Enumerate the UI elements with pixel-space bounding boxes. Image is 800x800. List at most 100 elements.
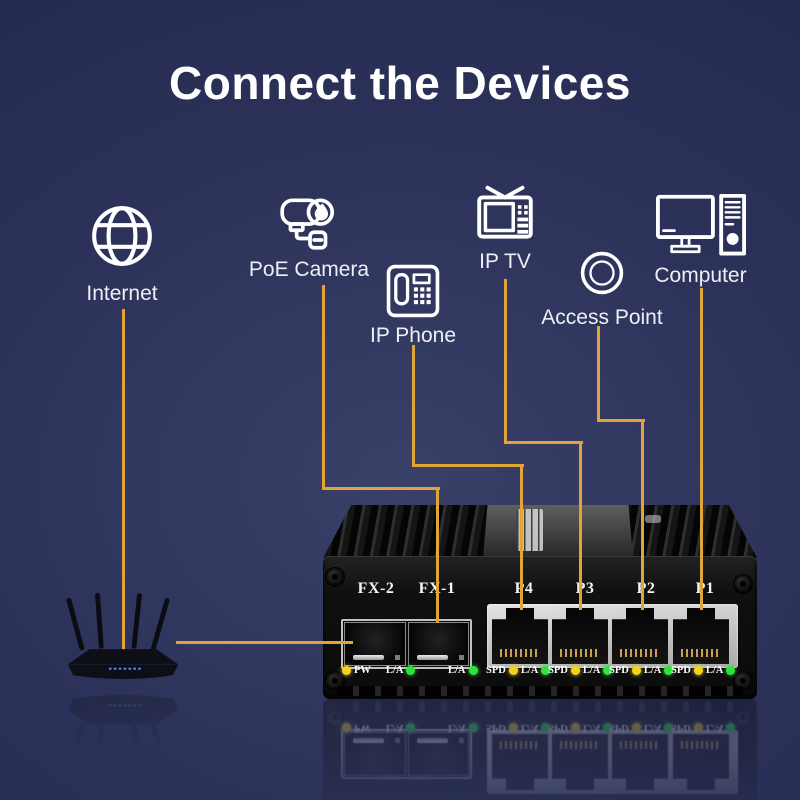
link-led [468,723,478,732]
sfp-port-fx1 [407,732,469,776]
wifi-router-reflection [58,682,188,786]
switch-top-logo [645,515,661,523]
wifi-router-image [66,695,179,781]
link-led [468,666,478,675]
sfp-latch [416,655,448,660]
led-label-la: L/A [643,665,662,676]
rj45-pins [620,649,660,657]
speed-led [631,723,641,732]
rj45-port-p4 [492,608,548,664]
device-label: IP Phone [369,324,457,347]
rj45-port-p4 [492,734,548,790]
connector-computer-to-p1 [700,288,703,610]
connector-router-to-fx2 [176,641,353,644]
speed-led [508,723,518,732]
switch-front-face: FX-2 FX-1 P4 P3 P2 P1 PW [323,699,757,800]
led-group-p2: SPD L/A [609,665,674,676]
connector-camera-seg1 [322,285,325,490]
rj45-port-p2 [612,734,668,790]
led-label-la: L/A [385,665,404,676]
led-label-la: L/A [582,665,601,676]
connector-camera-seg2 [322,487,440,490]
led-group-fx2: PW L/A [342,665,416,676]
led-label-spd: SPD [548,722,568,733]
port-label-fx2: FX-2 [357,580,395,597]
sfp-latch [353,738,385,743]
connector-tv-seg1 [504,279,507,444]
page-title: Connect the Devices [169,57,631,109]
sfp-pin [458,738,464,743]
rj45-port-p1 [673,734,729,790]
port-label-p1: P1 [695,580,715,597]
port-label-p4: P4 [514,580,534,597]
led-group-fx1: L/A [448,665,478,676]
sfp-latch [416,738,448,743]
led-label-la: L/A [643,722,662,733]
led-group-p2: SPD L/A [609,722,674,733]
rj45-port-p3 [552,608,608,664]
connector-internet-down [122,309,125,652]
led-label-pw: PW [354,665,371,676]
link-led [406,666,416,675]
sfp-port-fx1 [407,622,469,666]
sfp-port-fx2 [344,622,406,666]
led-label-la: L/A [705,665,724,676]
switch-front-face: FX-2 FX-1 P4 P3 P2 P1 PW [323,556,757,699]
rj45-pins [500,649,540,657]
switch-heatsink-fins [323,505,757,558]
device-poe-camera: PoE Camera [239,192,379,282]
led-group-p3: SPD L/A [548,722,613,733]
rj45-jack [612,608,668,664]
rj45-jack [492,608,548,664]
led-label-la: L/A [582,722,601,733]
led-group-p1: SPD L/A [671,665,736,676]
device-computer: Computer [628,194,773,288]
led-label-la: L/A [520,665,539,676]
access-point-icon [580,251,624,295]
rj45-jack [673,608,729,664]
screw-icon [326,672,344,690]
led-label-spd: SPD [609,665,629,676]
rj45-pins [560,649,600,657]
sfp-pin [395,738,401,743]
power-led [342,723,351,732]
led-label-spd: SPD [486,722,506,733]
device-internet: Internet [55,203,189,306]
connector-tv-to-p3 [579,441,582,610]
connector-phone-to-p4 [520,464,523,610]
rj45-pins [500,741,539,749]
led-group-p1: SPD L/A [671,722,736,733]
speed-led [693,723,703,732]
led-group-p4: SPD L/A [486,722,551,733]
led-group-p3: SPD L/A [548,665,613,676]
led-group-p4: SPD L/A [486,665,551,676]
speed-led [570,666,580,675]
sfp-pin [458,655,464,660]
screw-icon [734,575,752,593]
connector-ap-seg2 [597,419,645,422]
screw-icon [326,568,344,586]
device-access-point: Access Point [527,250,677,330]
led-label-pw: PW [354,722,371,733]
connector-ap-seg1 [597,326,600,422]
link-led [603,723,613,732]
rj45-jack [552,608,608,664]
desktop-computer-icon [655,194,746,256]
rj45-port-p3 [552,734,608,790]
vent-strip [337,686,743,696]
rj45-port-block [487,604,738,668]
rj45-port-p1 [673,608,729,664]
link-led [664,723,674,732]
power-led [342,666,351,675]
connector-phone-seg2 [412,464,524,467]
device-label: IP TV [479,250,531,273]
rj45-port-block [487,730,738,794]
sfp-ports [341,729,472,779]
connector-phone-seg1 [412,345,415,467]
rj45-jack [612,734,668,790]
led-label-spd: SPD [609,722,629,733]
speed-led [631,666,641,675]
globe-icon [92,206,152,266]
device-ip-phone: IP Phone [348,262,478,348]
